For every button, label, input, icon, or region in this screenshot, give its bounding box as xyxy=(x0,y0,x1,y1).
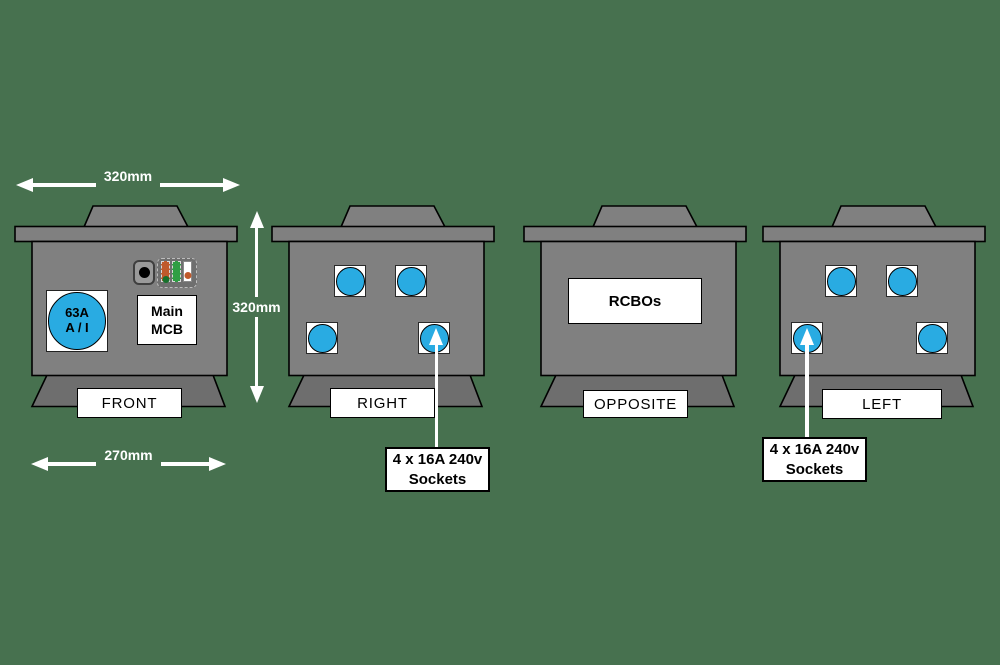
chassis-flange xyxy=(271,225,495,243)
right-socket-top-right xyxy=(395,265,427,297)
right-view-label: RIGHT xyxy=(330,388,435,418)
opposite-view-label: OPPOSITE xyxy=(583,390,688,418)
indicator-green-bar xyxy=(172,261,181,282)
chassis-flange xyxy=(523,225,747,243)
button-dot-icon xyxy=(138,267,150,278)
right-view-chassis xyxy=(271,205,495,408)
left-callout-arrowhead-icon xyxy=(799,328,814,345)
callout-text-line2: Sockets xyxy=(785,460,844,478)
opposite-rcbos-panel: RCBOs xyxy=(568,278,702,324)
front-main-mcb-panel: Main MCB xyxy=(137,295,197,345)
dimension-line xyxy=(160,183,224,187)
indicator-orange-bar xyxy=(161,261,170,283)
right-socket-top-left xyxy=(334,265,366,297)
dimension-line xyxy=(254,317,259,386)
front-view-label: FRONT xyxy=(77,388,182,418)
arrowhead-down-icon xyxy=(249,386,264,403)
socket-circle xyxy=(917,323,947,353)
indicator-orange-dot-icon xyxy=(184,272,191,279)
dimension-arrow-bottom-width: 270mm xyxy=(31,447,227,471)
chassis-flange xyxy=(14,225,238,243)
right-view-label-text: RIGHT xyxy=(357,394,408,412)
opposite-view-label-text: OPPOSITE xyxy=(593,395,678,413)
dimension-label-bottom-width: 270mm xyxy=(104,447,153,463)
indicator-green-dot-icon xyxy=(162,276,169,283)
left-view-label: LEFT xyxy=(822,389,942,419)
dimension-arrow-side-height: 320mm xyxy=(232,211,281,403)
callout-text-line2: Sockets xyxy=(408,470,467,488)
dimension-label-top-width: 320mm xyxy=(103,168,153,184)
left-view-chassis xyxy=(762,205,986,408)
left-callout-line xyxy=(805,341,809,437)
chassis-body xyxy=(288,240,485,377)
callout-text-line1: 4 x 16A 240v xyxy=(769,441,860,458)
socket-circle xyxy=(396,266,426,296)
arrowhead-right-icon xyxy=(223,178,241,192)
chassis-flange xyxy=(762,225,986,243)
dimension-line xyxy=(160,462,210,466)
indicator-white-bar xyxy=(183,261,192,282)
left-socket-top-right xyxy=(886,265,918,297)
dimension-arrow-top-width: 320mm xyxy=(16,168,241,192)
socket-circle xyxy=(335,266,365,296)
socket-circle xyxy=(307,323,337,353)
chassis-cap xyxy=(339,205,447,228)
front-test-button[interactable] xyxy=(133,260,155,285)
chassis-cap xyxy=(591,205,699,228)
rcbos-label-text: RCBOs xyxy=(608,292,662,310)
mcb-label-line2: MCB xyxy=(151,321,183,337)
right-callout-line xyxy=(434,341,438,447)
chassis-cap xyxy=(82,205,190,228)
inlet-rating-text: 63A xyxy=(65,305,89,321)
left-socket-bottom-right xyxy=(916,322,948,354)
dimension-label-side-height: 320mm xyxy=(232,299,281,315)
dimension-line xyxy=(48,462,97,466)
left-view-label-text: LEFT xyxy=(862,395,902,413)
chassis-body xyxy=(779,240,976,377)
socket-circle xyxy=(887,266,917,296)
inlet-type-text: A / I xyxy=(65,320,89,335)
callout-text-line1: 4 x 16A 240v xyxy=(392,451,483,468)
left-sockets-callout: 4 x 16A 240v Sockets xyxy=(762,437,867,482)
left-socket-top-left xyxy=(825,265,857,297)
dimension-line xyxy=(254,228,259,297)
chassis-cap xyxy=(830,205,938,228)
front-view-label-text: FRONT xyxy=(101,394,158,412)
front-indicator-panel xyxy=(157,258,197,288)
socket-circle xyxy=(826,266,856,296)
arrowhead-left-icon xyxy=(16,178,33,192)
inlet-socket-circle: 63A A / I xyxy=(48,292,106,350)
right-socket-bottom-left xyxy=(306,322,338,354)
mcb-label-line1: Main xyxy=(151,302,183,319)
right-callout-arrowhead-icon xyxy=(429,328,443,345)
arrowhead-left-icon xyxy=(31,457,48,471)
dimension-line xyxy=(33,183,96,187)
arrowhead-up-icon xyxy=(249,211,264,228)
right-sockets-callout: 4 x 16A 240v Sockets xyxy=(385,447,490,492)
arrowhead-right-icon xyxy=(209,457,227,471)
front-63a-inlet-socket: 63A A / I xyxy=(46,290,108,352)
